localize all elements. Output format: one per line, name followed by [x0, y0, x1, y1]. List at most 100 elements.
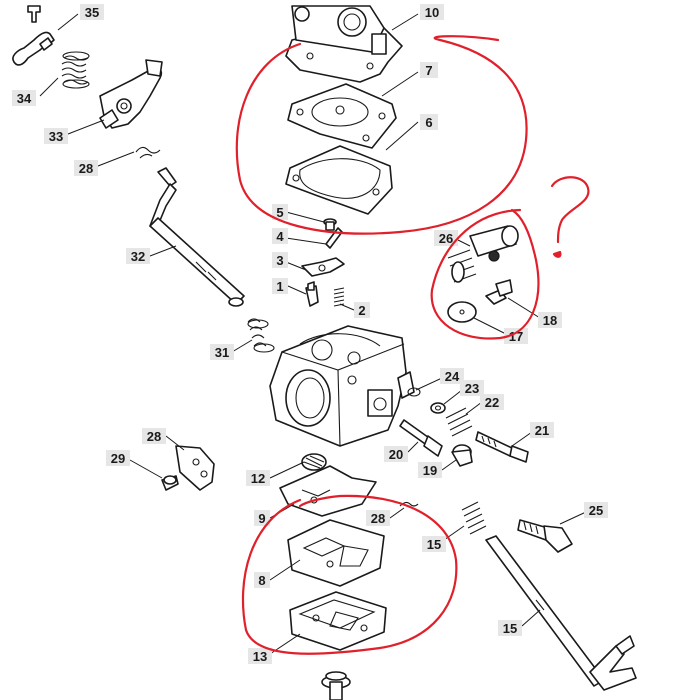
svg-text:9: 9 [258, 511, 265, 526]
part-13-metering-cover [289, 591, 387, 651]
part-5-screw [323, 218, 337, 231]
part-35-screw [27, 5, 41, 23]
part-17-spring [461, 501, 487, 535]
part-number-labels: 35 34 33 28 32 31 10 7 6 5 4 3 1 2 26 18… [12, 4, 608, 664]
svg-text:20: 20 [389, 447, 403, 462]
svg-text:4: 4 [276, 229, 284, 244]
part-3-inlet-lever [301, 257, 345, 277]
part-12-strainer [301, 453, 327, 471]
label-28-lower: 28 [366, 510, 390, 526]
bottom-screw [321, 671, 351, 700]
label-5: 5 [272, 204, 288, 220]
label-9: 9 [254, 510, 270, 526]
label-27: 26 [434, 230, 458, 246]
svg-text:32: 32 [131, 249, 145, 264]
label-19: 18 [538, 312, 562, 328]
part-34-lever [12, 31, 55, 66]
label-35: 35 [80, 4, 104, 20]
label-20: 19 [418, 462, 442, 478]
svg-text:18: 18 [543, 313, 557, 328]
svg-text:8: 8 [258, 573, 265, 588]
svg-text:5: 5 [276, 205, 283, 220]
part-25-o-ring [407, 387, 421, 397]
label-23: 22 [480, 394, 504, 410]
label-22: 21 [530, 422, 554, 438]
label-24: 23 [460, 380, 484, 396]
label-10: 10 [420, 4, 444, 20]
part-22-adjust-screw [475, 431, 529, 463]
label-12: 12 [246, 470, 270, 486]
label-8: 8 [254, 572, 270, 588]
label-7: 7 [420, 62, 438, 78]
label-25: 24 [440, 368, 464, 384]
part-26-screw [517, 519, 573, 553]
svg-text:6: 6 [425, 115, 432, 130]
svg-text:23: 23 [465, 381, 479, 396]
part-6-gasket [285, 145, 393, 215]
svg-text:2: 2 [358, 303, 365, 318]
svg-text:17: 17 [509, 329, 523, 344]
label-30: 29 [106, 450, 130, 466]
label-13: 13 [248, 648, 272, 664]
svg-text:1: 1 [276, 279, 283, 294]
svg-text:25: 25 [589, 503, 603, 518]
label-26: 25 [584, 502, 608, 518]
svg-text:24: 24 [445, 369, 460, 384]
label-29: 28 [142, 428, 166, 444]
label-18: 17 [504, 328, 528, 344]
leader-lines [39, 13, 587, 655]
svg-text:7: 7 [425, 63, 432, 78]
svg-text:34: 34 [17, 91, 32, 106]
clip-28-upper [135, 146, 161, 159]
label-21: 20 [384, 446, 408, 462]
svg-text:10: 10 [425, 5, 439, 20]
part-32-throttle-shaft [149, 167, 245, 307]
spring-31 [247, 318, 275, 353]
svg-text:12: 12 [251, 471, 265, 486]
part-24-washer [430, 402, 446, 414]
question-mark-dot [552, 250, 562, 258]
part-9-gasket [279, 465, 377, 517]
label-1: 1 [272, 278, 288, 294]
svg-text:13: 13 [253, 649, 267, 664]
part-23-spring [445, 407, 473, 437]
label-28-upper: 28 [74, 160, 98, 176]
label-15: 15 [498, 620, 522, 636]
svg-text:35: 35 [85, 5, 99, 20]
label-34: 34 [12, 90, 36, 106]
red-annotations [235, 35, 590, 655]
svg-text:28: 28 [147, 429, 161, 444]
question-mark-annotation [550, 176, 590, 244]
label-33: 33 [44, 128, 68, 144]
annotation-circle-top [235, 35, 528, 235]
svg-text:31: 31 [215, 345, 229, 360]
svg-text:21: 21 [535, 423, 549, 438]
part-10-pump-cover [285, 5, 403, 83]
part-29-choke-plate [175, 445, 215, 491]
svg-text:19: 19 [423, 463, 437, 478]
label-32: 32 [126, 248, 150, 264]
spring-34 [61, 51, 90, 89]
label-3: 3 [272, 252, 288, 268]
label-2: 2 [354, 302, 370, 318]
svg-text:28: 28 [79, 161, 93, 176]
part-30-screw [161, 475, 179, 491]
svg-text:15: 15 [427, 537, 441, 552]
svg-text:33: 33 [49, 129, 63, 144]
part-19-screw [485, 279, 513, 305]
label-6: 6 [420, 114, 438, 130]
svg-text:26: 26 [439, 231, 453, 246]
svg-text:15: 15 [503, 621, 517, 636]
svg-text:29: 29 [111, 451, 125, 466]
part-8-diaphragm [287, 519, 385, 587]
part-2-spring [333, 287, 345, 307]
label-4: 4 [272, 228, 288, 244]
part-27-valve-body [447, 225, 519, 283]
annotation-circle-bottom [241, 494, 458, 655]
svg-text:28: 28 [371, 511, 385, 526]
part-18-disc [447, 301, 477, 323]
label-31: 31 [210, 344, 234, 360]
part-15-choke-shaft [485, 535, 637, 691]
